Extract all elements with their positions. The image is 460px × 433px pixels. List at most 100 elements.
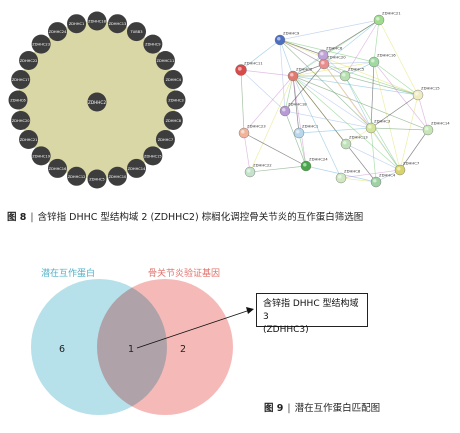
circle-node: ZDHHC21 <box>19 130 39 149</box>
circle-node-label: ZDHHC5 <box>89 178 104 182</box>
string-node: ZDHHC2 <box>287 67 313 82</box>
circle-node: ZDHHC6 <box>8 90 28 110</box>
string-node-label: ZDHHC24 <box>309 157 328 162</box>
venn-intersection-count: 1 <box>128 344 134 355</box>
string-node-label: ZDHHC7 <box>403 161 420 166</box>
circle-node-label: ZDHHC10 <box>109 175 127 179</box>
circle-node-label: ZDHHC1 <box>69 22 84 26</box>
venn-right-circle <box>97 279 233 415</box>
string-edge <box>344 75 372 129</box>
figure9-separator: | <box>287 403 291 414</box>
string-edge <box>370 61 375 129</box>
string-edge <box>284 75 294 112</box>
circle-node-label: ZDHHC21 <box>20 138 38 142</box>
string-edge <box>292 75 300 134</box>
string-node-label: ZDHHC2 <box>296 67 313 72</box>
string-edge <box>292 75 372 129</box>
venn-right-label: 骨关节炎验证基因 <box>148 267 220 279</box>
string-edge <box>344 75 401 171</box>
string-edge <box>373 61 401 171</box>
circle-node: ZDHHC14 <box>127 158 146 178</box>
string-node-label: ZDHHC23 <box>247 124 266 129</box>
circle-node-label: ZDHHC11 <box>157 59 175 63</box>
circle-node-label: ZDHHC7 <box>158 138 173 142</box>
string-node-label: ZDHHC21 <box>382 11 401 16</box>
string-edge <box>279 39 372 129</box>
string-node-label: ZDHHC6 <box>326 46 343 51</box>
circle-node-label: ZDHHC23 <box>32 43 50 47</box>
callout-line1: 含锌指 DHHC 型结构域 3 <box>263 299 359 322</box>
circle-node-label: ZDHHC15 <box>144 154 162 158</box>
string-edge <box>322 19 380 56</box>
string-edge <box>378 19 419 96</box>
string-edge <box>344 19 380 77</box>
string-edge <box>279 39 286 112</box>
string-network-edges <box>240 19 429 183</box>
string-edge <box>399 94 419 171</box>
venn-diagram: 潜在互作蛋白 骨关节炎验证基因 6 1 2 <box>31 267 254 415</box>
string-node: ZDHHC5 <box>339 67 365 82</box>
string-node: ZDHHC8 <box>335 169 361 184</box>
string-node-label: ZDHHC22 <box>253 163 272 168</box>
string-edge <box>292 75 419 96</box>
circle-node: ZDHHC7 <box>155 130 175 149</box>
string-edge <box>249 75 294 173</box>
string-node: ZDHHC20 <box>318 55 346 70</box>
callout-arrow-line <box>136 309 251 349</box>
string-edge <box>292 54 324 77</box>
venn-left-label: 潜在互作蛋白 <box>41 267 95 279</box>
string-edge <box>345 143 401 171</box>
figure8-title: 含锌指 DHHC 型结构域 2 (ZDHHC2) 棕榈化调控骨关节炎的互作蛋白筛… <box>37 212 364 223</box>
circle-node: ZDHHC23 <box>31 34 51 54</box>
string-edge <box>279 39 294 77</box>
figure8-separator: | <box>30 212 34 223</box>
string-edge <box>240 69 245 134</box>
circle-node-label: ZDHHC16 <box>49 167 67 171</box>
string-edge <box>373 61 429 131</box>
circle-node: ZDHHC12 <box>67 166 87 186</box>
circle-network: ZDHHC18ZDHHC13TUBB3ZDHHC9ZDHHC11ZDHHC4ZD… <box>8 11 186 189</box>
string-edge <box>417 94 429 131</box>
circle-node-label: ZDHHC20 <box>12 119 30 123</box>
string-node-label: ZDHHC5 <box>348 67 365 72</box>
string-edge <box>292 61 375 77</box>
string-edge <box>323 63 419 96</box>
string-edge <box>279 39 419 96</box>
string-node-label: ZDHHC9 <box>283 31 300 36</box>
circle-node: ZDHHC16 <box>48 158 67 178</box>
string-node-label: ZDHHC13 <box>349 135 368 140</box>
string-edge <box>370 94 419 129</box>
circle-node: ZDHHC9 <box>143 34 163 54</box>
string-node-label: ZDHHC18 <box>288 102 307 107</box>
circle-node-label: ZDHHC4 <box>166 78 182 82</box>
string-edge <box>279 39 375 63</box>
circle-node-label: ZDHHC3 <box>168 99 183 103</box>
circle-node-label: ZDHHC14 <box>128 167 146 171</box>
string-node-label: ZDHHC8 <box>344 169 361 174</box>
circle-node-label: ZDHHC24 <box>49 30 67 34</box>
circle-node: ZDHHC5 <box>87 169 107 189</box>
circle-node-label: TUBB3 <box>129 30 142 34</box>
string-edge <box>344 75 419 96</box>
string-edge <box>240 39 281 71</box>
circle-node: ZDHHC10 <box>107 166 127 186</box>
circle-node-label: ZDHHC22 <box>20 59 38 63</box>
string-edge <box>298 132 307 167</box>
string-edge <box>284 63 325 112</box>
string-edge <box>370 127 401 171</box>
string-node: ZDHHC15 <box>412 86 440 101</box>
string-edge <box>240 69 294 77</box>
string-node: ZDHHC3 <box>365 119 391 134</box>
string-node: ZDHHC23 <box>238 124 266 139</box>
string-edge <box>292 63 325 77</box>
circle-node-label: ZDHHC13 <box>109 22 127 26</box>
string-edge <box>323 63 401 171</box>
circle-node-label: ZDHHC12 <box>68 175 86 179</box>
circle-node: ZDHHC19 <box>31 146 51 166</box>
figure9-label: 图 9 <box>264 403 284 414</box>
string-node-label: ZDHHC1 <box>302 124 319 129</box>
string-node-label: ZDHHC11 <box>244 61 263 66</box>
string-edge <box>399 129 429 171</box>
figure8-caption: 图 8|含锌指 DHHC 型结构域 2 (ZDHHC2) 棕榈化调控骨关节炎的互… <box>7 209 363 223</box>
string-edge <box>373 19 380 63</box>
